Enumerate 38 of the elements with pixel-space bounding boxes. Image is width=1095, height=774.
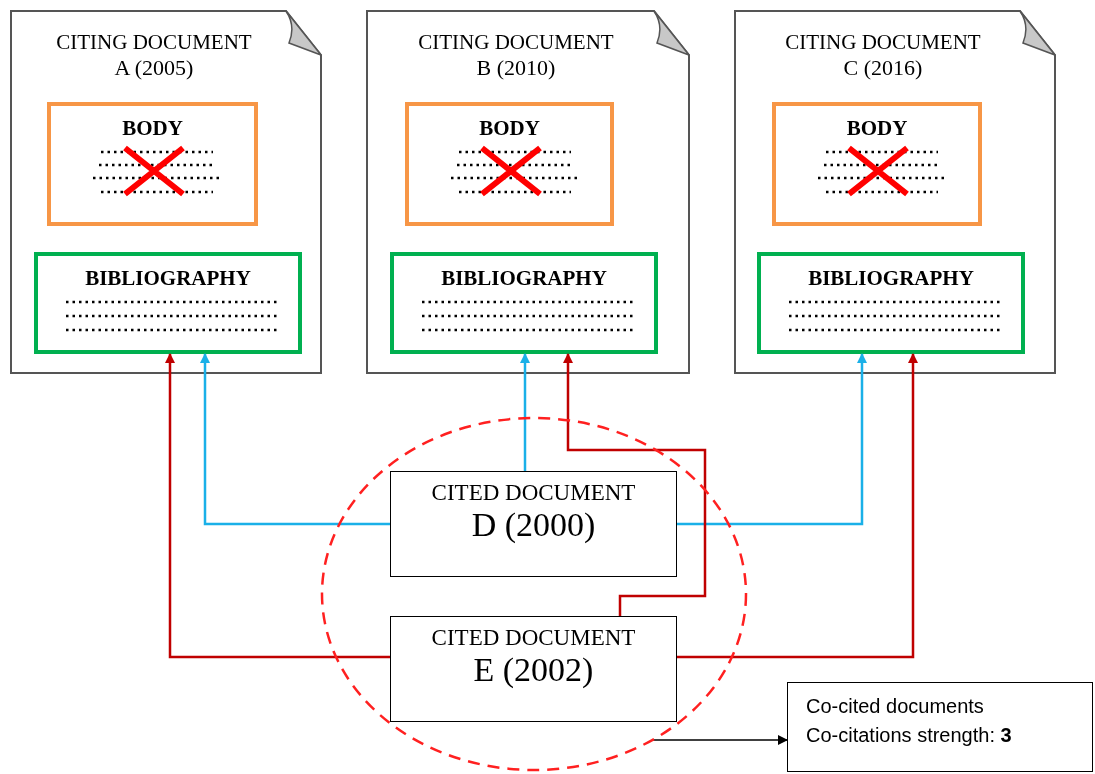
arrow: [563, 353, 707, 616]
document-label: A (2005): [113, 55, 195, 81]
document-label: E (2002): [472, 651, 595, 689]
body-section: [47, 102, 258, 226]
note-text: Co-citations strength: 3: [806, 724, 1013, 747]
document-label: D (2000): [470, 506, 597, 544]
arrow: [165, 353, 390, 659]
section-heading: BODY: [478, 116, 541, 141]
arrow: [200, 353, 390, 526]
section-heading: BODY: [845, 116, 909, 141]
arrow: [651, 735, 788, 745]
document-heading: CITED DOCUMENT: [430, 625, 637, 651]
document-page: [734, 10, 1056, 374]
arrow: [520, 353, 530, 471]
note-text: Co-cited documents: [806, 695, 985, 718]
body-section: [405, 102, 614, 226]
body-section: [772, 102, 982, 226]
cited-document-box: [390, 616, 677, 722]
document-label: C (2016): [842, 55, 924, 81]
bibliography-section: [390, 252, 658, 354]
document-page: [10, 10, 322, 374]
section-heading: BIBLIOGRAPHY: [807, 266, 975, 291]
section-heading: BIBLIOGRAPHY: [440, 266, 608, 291]
bibliography-section: [34, 252, 302, 354]
document-heading: CITING DOCUMENT: [784, 30, 982, 55]
arrow: [677, 353, 918, 659]
bibliography-section: [757, 252, 1025, 354]
section-heading: BIBLIOGRAPHY: [84, 266, 252, 291]
cited-document-box: [390, 471, 677, 577]
section-heading: BODY: [121, 116, 184, 141]
document-label: B (2010): [475, 55, 557, 81]
dashed-circle: [320, 416, 748, 772]
document-heading: CITED DOCUMENT: [430, 480, 637, 506]
document-page: [366, 10, 690, 374]
note-box: [787, 682, 1093, 772]
document-heading: CITING DOCUMENT: [55, 30, 253, 55]
arrow: [677, 353, 867, 526]
document-heading: CITING DOCUMENT: [417, 30, 615, 55]
